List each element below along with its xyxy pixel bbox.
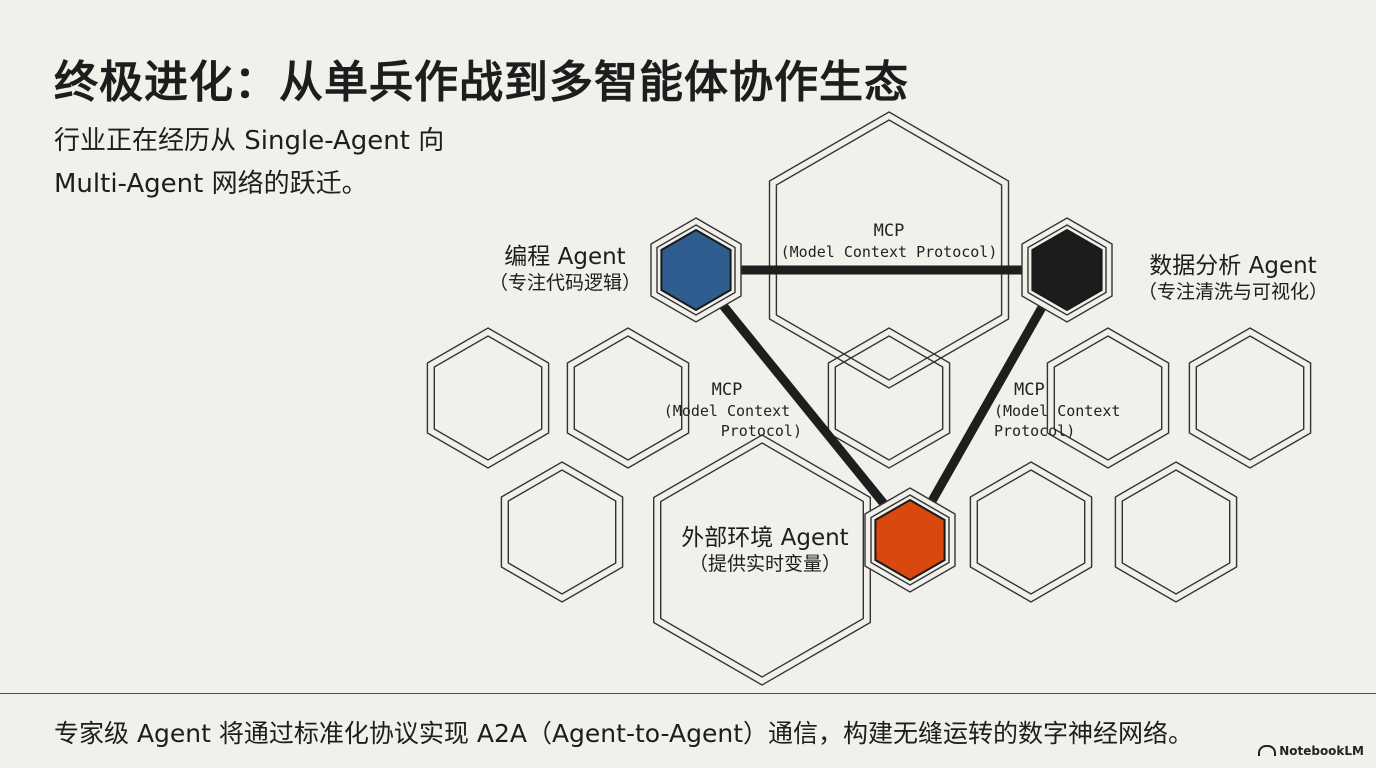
grid-hexagon-outer <box>500 461 624 603</box>
grid-hexagon-outer <box>969 461 1093 603</box>
mcp-left-name: MCP <box>711 380 743 400</box>
env-agent-node <box>874 498 946 582</box>
mcp-right-line1: (Model Context <box>994 402 1121 420</box>
grid-hexagon-inner <box>1053 335 1163 461</box>
notebooklm-watermark: NotebookLM <box>1258 744 1364 758</box>
footer-divider <box>0 693 1376 694</box>
mcp-top-full: (Model Context Protocol) <box>780 243 998 261</box>
slide-title: 终极进化：从单兵作战到多智能体协作生态 <box>54 57 909 108</box>
data-agent-node <box>1031 228 1103 312</box>
notebooklm-logo-icon <box>1258 745 1277 756</box>
mcp-left-label: MCP (Model Context Protocol) <box>652 380 802 441</box>
grid-hexagon-outer <box>1046 327 1170 469</box>
grid-hexagon-outer <box>827 327 951 469</box>
slide-subtitle: 行业正在经历从 Single-Agent 向 Multi-Agent 网络的跃迁… <box>54 126 445 199</box>
coding-agent-label: 编程 Agent （专注代码逻辑） <box>480 243 650 295</box>
env-agent-label: 外部环境 Agent （提供实时变量） <box>670 524 860 576</box>
coding-agent-node <box>660 228 732 312</box>
connection-lines <box>712 265 1050 515</box>
grid-hexagon-outer <box>1188 327 1312 469</box>
grid-hexagon-inner <box>1195 335 1305 461</box>
coding-agent-desc: （专注代码逻辑） <box>488 272 641 294</box>
grid-hexagon-inner <box>976 469 1086 595</box>
grid-hexagon-inner <box>660 442 864 678</box>
mcp-left-line2: Protocol) <box>720 422 802 440</box>
mcp-right-line2: Protocol) <box>994 422 1076 440</box>
mcp-left-line1: (Model Context <box>663 402 791 420</box>
grid-hexagon-inner <box>433 335 543 461</box>
mcp-top-name: MCP <box>873 221 905 241</box>
data-agent-label: 数据分析 Agent （专注清洗与可视化） <box>1118 252 1348 304</box>
data-agent-node-ring-inner <box>1027 224 1107 316</box>
grid-hexagon-outer <box>1114 461 1238 603</box>
grid-hexagon-inner <box>507 469 617 595</box>
data-agent-desc: （专注清洗与可视化） <box>1137 281 1328 303</box>
grid-hexagon-inner <box>573 335 683 461</box>
grid-hexagon-outer <box>653 434 871 686</box>
grid-hexagon-outer <box>566 327 690 469</box>
mcp-top-label: MCP (Model Context Protocol) <box>760 221 1018 262</box>
data-agent-name: 数据分析 Agent <box>1149 253 1317 279</box>
grid-hexagon-outer <box>426 327 550 469</box>
grid-hexagon-outer <box>768 111 1010 389</box>
mcp-right-name: MCP <box>1014 380 1045 400</box>
watermark-text: NotebookLM <box>1279 744 1364 758</box>
mcp-right-label: MCP (Model Context Protocol) <box>994 380 1138 441</box>
hexagon-grid <box>426 111 1312 686</box>
grid-hexagon-inner <box>775 119 1003 381</box>
grid-hexagon-inner <box>834 335 944 461</box>
coding-agent-node-ring-inner <box>656 224 736 316</box>
grid-hexagon-inner <box>1121 469 1231 595</box>
env-agent-desc: （提供实时变量） <box>688 553 841 575</box>
link-data-env <box>923 297 1050 513</box>
link-coding-env <box>712 293 894 515</box>
coding-agent-name: 编程 Agent <box>504 244 626 270</box>
footer-text: 专家级 Agent 将通过标准化协议实现 A2A（Agent-to-Agent）… <box>54 719 1194 748</box>
env-agent-name: 外部环境 Agent <box>681 525 849 551</box>
env-agent-node-ring-inner <box>870 494 950 586</box>
